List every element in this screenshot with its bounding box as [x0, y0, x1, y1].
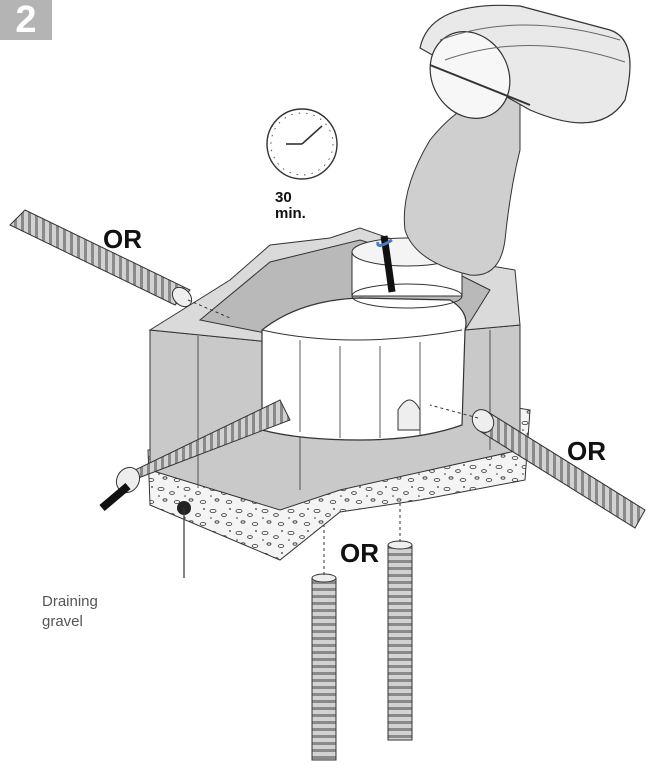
timer-unit: min. — [275, 205, 306, 222]
step-number-badge: 2 — [0, 0, 52, 40]
resin-flow — [403, 91, 521, 276]
junction-box — [261, 297, 467, 441]
caption-line1: Draining — [42, 593, 98, 610]
timer-value: 30 — [275, 189, 292, 206]
cable — [380, 235, 396, 293]
vertical-pipe-right — [387, 544, 413, 741]
resin-container — [419, 4, 631, 124]
clock-icon — [266, 108, 338, 180]
caption-draining-gravel: Draining gravel — [42, 592, 98, 632]
vertical-pipe-left — [311, 577, 337, 761]
caption-line2: gravel — [42, 613, 83, 630]
pipe-left-inserted — [99, 399, 291, 512]
pipe-top-left — [9, 209, 231, 319]
or-label-top-left: OR — [103, 224, 142, 254]
or-label-bottom: OR — [340, 538, 379, 568]
pipe-right — [429, 404, 646, 529]
or-label-right: OR — [567, 436, 606, 466]
